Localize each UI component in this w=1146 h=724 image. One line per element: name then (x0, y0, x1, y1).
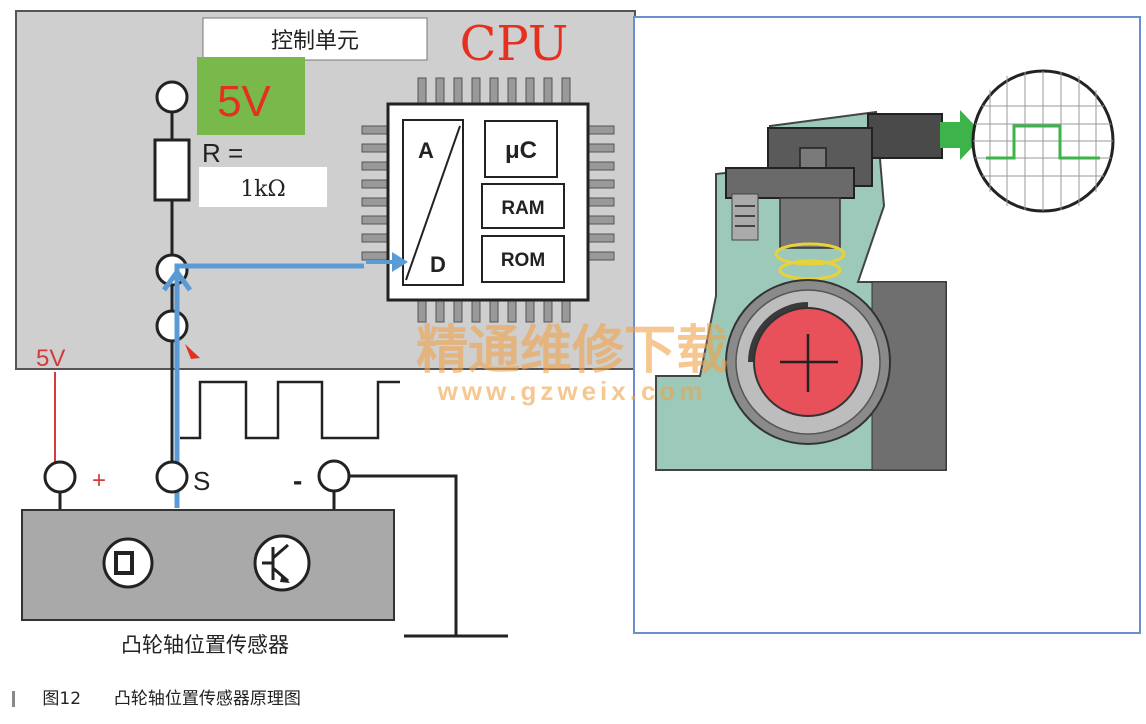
sensor-plus-terminal (43, 460, 77, 494)
watermark-title: 精通维修下载 (416, 320, 728, 381)
figure-number: 图12 (42, 689, 82, 709)
sensor-signal-terminal (155, 460, 189, 494)
uc-label: μC (505, 137, 537, 164)
supply-terminal (155, 80, 189, 114)
supply-badge-bg (197, 57, 305, 135)
signal-pulse-waveform (180, 380, 400, 440)
terminal-signal-label: S (193, 466, 210, 496)
resistor-value: 1kΩ (240, 177, 286, 202)
resistor-label: R = (202, 138, 243, 168)
figure-title: 凸轮轴位置传感器原理图 (113, 689, 301, 709)
sensor-body (21, 509, 395, 621)
scope-waveform (986, 124, 1100, 160)
sensor-illustration-panel (633, 16, 1141, 634)
control-unit-label: 控制单元 (271, 29, 359, 54)
sensor-plug (867, 113, 943, 159)
cpu-label: CPU (460, 16, 569, 72)
sensor-name: 凸轮轴位置传感器 (121, 633, 289, 657)
sensor-supply-label: 5V (36, 345, 65, 372)
transistor-icon (253, 534, 311, 592)
camshaft-sensor-diagram: 控制单元 CPU 5V R = 1kΩ (15, 10, 1141, 657)
caption-marker (12, 691, 15, 707)
figure-caption: 图12 凸轮轴位置传感器原理图 (12, 684, 301, 709)
connector-terminal (155, 309, 189, 343)
control-unit-panel: 控制单元 CPU 5V R = 1kΩ (15, 10, 636, 370)
microcontroller-block (484, 120, 558, 178)
rom-label: ROM (501, 250, 545, 271)
rom-block (481, 235, 565, 283)
ground-wire (350, 474, 458, 636)
signal-path (161, 252, 408, 508)
adc-a-label: A (418, 138, 434, 163)
sensor-minus-terminal (317, 459, 351, 493)
supply-badge: 5V (217, 77, 271, 126)
resistor (153, 138, 191, 202)
watermark-url: www.gzweix.com (437, 376, 707, 406)
ram-block (481, 183, 565, 229)
ram-label: RAM (501, 198, 544, 219)
terminal-minus-label: - (293, 465, 302, 496)
adc-d-label: D (430, 252, 446, 277)
terminal-plus-label: + (92, 467, 106, 494)
